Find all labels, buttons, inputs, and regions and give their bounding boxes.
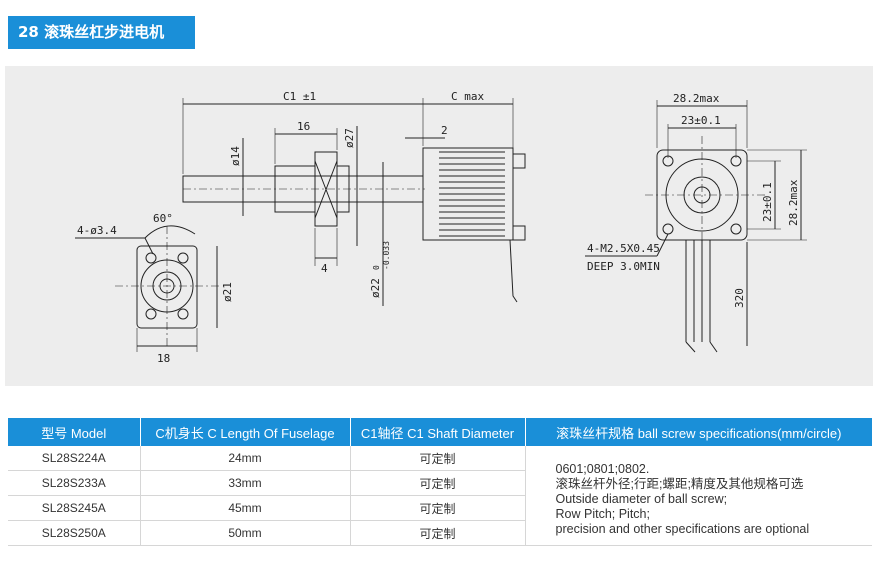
- note-line: precision and other specifications are o…: [555, 522, 810, 536]
- dim-angle-60: 60°: [153, 212, 173, 225]
- dim-c1: C1 ±1: [283, 90, 316, 103]
- header-shaft: C1轴径 C1 Shaft Diameter: [350, 418, 526, 446]
- dim-dia-22-tol-upper: 0: [372, 265, 381, 270]
- dim-height-28-2: 28.2max: [787, 179, 800, 226]
- cell-model: SL28S233A: [8, 470, 141, 496]
- cell-length: 45mm: [140, 495, 351, 521]
- table-row: SL28S250A 50mm 可定制: [8, 520, 872, 546]
- dim-width-18: 18: [157, 352, 170, 365]
- dim-width-28-2: 28.2max: [673, 92, 720, 105]
- technical-drawing: C1 ±1 C max 16 2 4 ø14 ø27 ø22 0 -0.033 …: [5, 66, 873, 386]
- cell-shaft: 可定制: [350, 470, 526, 496]
- ball-screw-note: 0601;0801;0802. 滚珠丝杆外径;行距;螺距;精度及其他规格可选 O…: [525, 446, 872, 546]
- note-line: Outside diameter of ball screw;: [555, 492, 728, 506]
- dim-dia-22: ø22: [369, 278, 382, 298]
- cell-model: SL28S245A: [8, 495, 141, 521]
- table-row: SL28S245A 45mm 可定制: [8, 495, 872, 521]
- dim-dia-27: ø27: [343, 128, 356, 148]
- dim-2: 2: [441, 124, 448, 137]
- dim-dia-14: ø14: [229, 146, 242, 166]
- spec-table: 型号 Model C机身长 C Length Of Fuselage C1轴径 …: [8, 418, 872, 546]
- note-line: 滚珠丝杆外径;行距;螺距;精度及其他规格可选: [555, 477, 804, 491]
- dim-dia-22-tol-lower: -0.033: [382, 241, 391, 270]
- cell-shaft: 可定制: [350, 495, 526, 521]
- table-header-row: 型号 Model C机身长 C Length Of Fuselage C1轴径 …: [8, 418, 872, 446]
- cell-length: 50mm: [140, 520, 351, 546]
- motor-hatch: [439, 151, 505, 237]
- note-line: 0601;0801;0802.: [555, 462, 650, 476]
- cell-shaft: 可定制: [350, 520, 526, 546]
- section-title: 28 滚珠丝杠步进电机: [8, 16, 195, 49]
- cell-length: 24mm: [140, 446, 351, 471]
- cell-length: 33mm: [140, 470, 351, 496]
- dim-dia-21: ø21: [221, 282, 234, 302]
- cell-model: SL28S250A: [8, 520, 141, 546]
- motor-body: [422, 147, 514, 241]
- dim-16: 16: [297, 120, 310, 133]
- table-row: SL28S233A 33mm 可定制: [8, 470, 872, 496]
- dim-c-max: C max: [451, 90, 484, 103]
- dim-4: 4: [321, 262, 328, 275]
- dim-lead-320: 320: [733, 288, 746, 308]
- dim-deep: DEEP 3.0MIN: [587, 260, 660, 273]
- cell-model: SL28S224A: [8, 446, 141, 471]
- header-ball-screw: 滚珠丝杆规格 ball screw specifications(mm/circ…: [525, 418, 872, 446]
- header-length: C机身长 C Length Of Fuselage: [140, 418, 351, 446]
- cell-shaft: 可定制: [350, 446, 526, 471]
- dim-holes-3-4: 4-ø3.4: [77, 224, 117, 237]
- dim-pitch-23-vertical: 23±0.1: [761, 182, 774, 222]
- table-row: SL28S224A 24mm 可定制 0601;0801;0802. 滚珠丝杆外…: [8, 446, 872, 546]
- header-model: 型号 Model: [8, 418, 141, 446]
- drawing-svg: C1 ±1 C max 16 2 4 ø14 ø27 ø22 0 -0.033 …: [75, 90, 807, 365]
- lead-wires: [685, 240, 718, 353]
- dim-thread: 4-M2.5X0.45: [587, 242, 660, 255]
- note-line: Row Pitch; Pitch;: [555, 507, 650, 521]
- dim-pitch-23: 23±0.1: [681, 114, 721, 127]
